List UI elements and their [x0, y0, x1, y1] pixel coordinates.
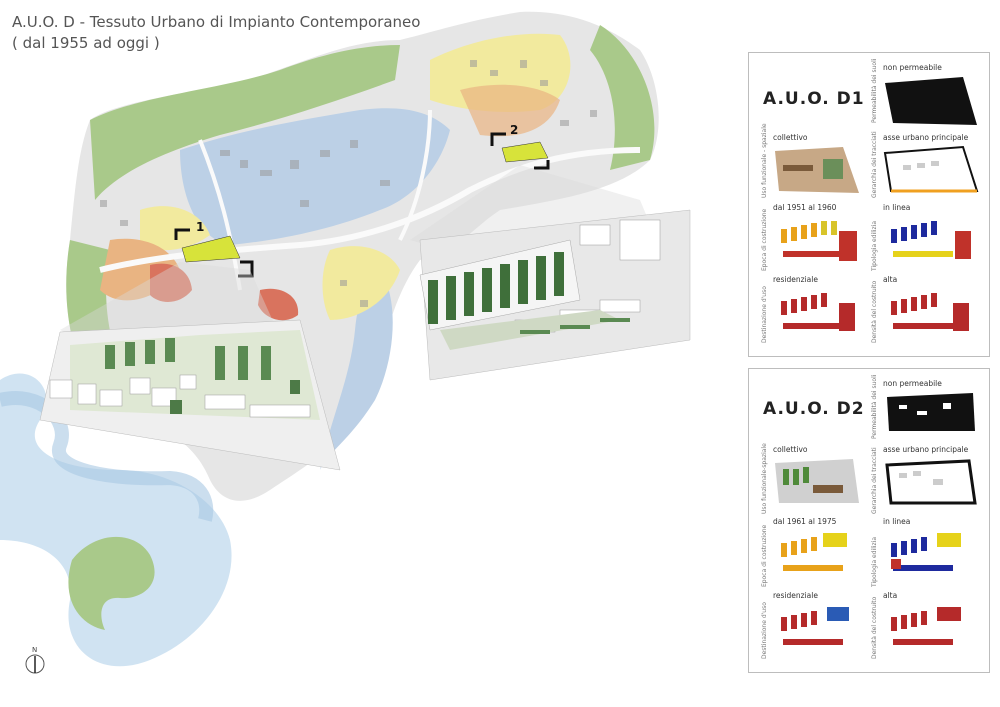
- cell-side-label: Permeabilità dei suoli: [871, 58, 878, 123]
- cell-label: collettivo: [773, 445, 808, 454]
- cell-side-label: Epoca di costruzione: [761, 208, 768, 271]
- thumb-functional-use: [775, 459, 859, 503]
- road-2: [198, 139, 242, 291]
- cell-side-label: Epoca di costruzione: [761, 524, 768, 587]
- thumb-road-hierarchy: [885, 459, 977, 505]
- cell-label: residenziale: [773, 591, 818, 600]
- thumb-building-type: [891, 533, 961, 571]
- sea-area: [0, 373, 232, 667]
- legend-panel-d1: A.U.O. D1 non permeabile Permeabilità de…: [748, 52, 990, 357]
- detail-view-1: [39, 319, 341, 471]
- map-title: A.U.O. D - Tessuto Urbano di Impianto Co…: [12, 12, 420, 54]
- cell-side-label: Tipologia edilizia: [871, 536, 878, 587]
- orange-zone-2: [460, 84, 560, 137]
- thumb-density: [891, 293, 969, 331]
- title-line-1: A.U.O. D - Tessuto Urbano di Impianto Co…: [12, 13, 421, 31]
- red-zone-1: [150, 263, 192, 302]
- site-2-footprint: [501, 141, 549, 163]
- thumb-construction-era: [781, 221, 857, 261]
- cell-label: asse urbano principale: [883, 133, 969, 142]
- north-label: N: [32, 646, 38, 654]
- thumb-road-hierarchy: [883, 145, 979, 193]
- cell-side-label: Gerarchia dei tracciati: [871, 131, 878, 198]
- cell-side-label: Uso funzionale-spaziale: [761, 443, 768, 514]
- thumb-functional-use: [775, 147, 859, 193]
- building-texture: [100, 60, 597, 307]
- cell-label: asse urbano principale: [883, 445, 969, 454]
- cell-label: non permeabile: [883, 379, 942, 388]
- cell-label: non permeabile: [883, 63, 942, 72]
- legend-panel-d2: A.U.O. D2 non permeabile Permeabilità de…: [748, 368, 990, 673]
- cell-label: dal 1951 al 1960: [773, 203, 837, 212]
- cell-side-label: Densità del costruito: [871, 596, 878, 659]
- thumb-permeability: [887, 393, 975, 431]
- yellow-zone-2: [322, 246, 400, 320]
- blue-river: [320, 270, 393, 470]
- cell-side-label: Densità del costruito: [871, 280, 878, 343]
- cell-label: alta: [883, 275, 898, 284]
- yellow-zone-3: [140, 206, 210, 251]
- cell-label: collettivo: [773, 133, 808, 142]
- thumb-intended-use: [781, 607, 849, 645]
- detail-view-2: [419, 209, 691, 381]
- site-2-bracket: [490, 132, 550, 170]
- cell-label: in linea: [883, 517, 911, 526]
- thumb-construction-era: [781, 533, 847, 571]
- cell-side-label: Tipologia edilizia: [871, 220, 878, 271]
- panel-title: A.U.O. D2: [763, 399, 865, 419]
- cell-side-label: Gerarchia dei tracciati: [871, 447, 878, 514]
- green-belt-east: [590, 25, 655, 170]
- road-3: [398, 109, 432, 241]
- cell-label: in linea: [883, 203, 911, 212]
- cell-side-label: Permeabilità dei suoli: [871, 374, 878, 439]
- thumb-density: [891, 607, 961, 645]
- north-arrow: N: [24, 646, 46, 676]
- cell-label: dal 1961 al 1975: [773, 517, 837, 526]
- cell-side-label: Uso funzionale - spaziale: [761, 123, 768, 198]
- panel-title: A.U.O. D1: [763, 89, 865, 109]
- site-1-footprint: [181, 235, 241, 263]
- cell-side-label: Destinazione d'uso: [761, 602, 768, 659]
- cell-label: residenziale: [773, 275, 818, 284]
- north-arrow-icon: [25, 654, 45, 674]
- green-belt-north: [90, 45, 400, 200]
- site-1-bracket: [174, 228, 254, 278]
- cell-label: alta: [883, 591, 898, 600]
- cell-side-label: Destinazione d'uso: [761, 286, 768, 343]
- thumb-intended-use: [781, 293, 855, 331]
- thumb-permeability: [885, 77, 977, 125]
- site-1-marker: 1: [196, 220, 205, 234]
- blue-zone: [180, 108, 450, 246]
- title-line-2: ( dal 1955 ad oggi ): [12, 34, 160, 52]
- site-2-marker: 2: [510, 123, 519, 137]
- thumb-building-type: [891, 221, 971, 259]
- island: [68, 536, 155, 630]
- red-zone-2: [258, 288, 299, 321]
